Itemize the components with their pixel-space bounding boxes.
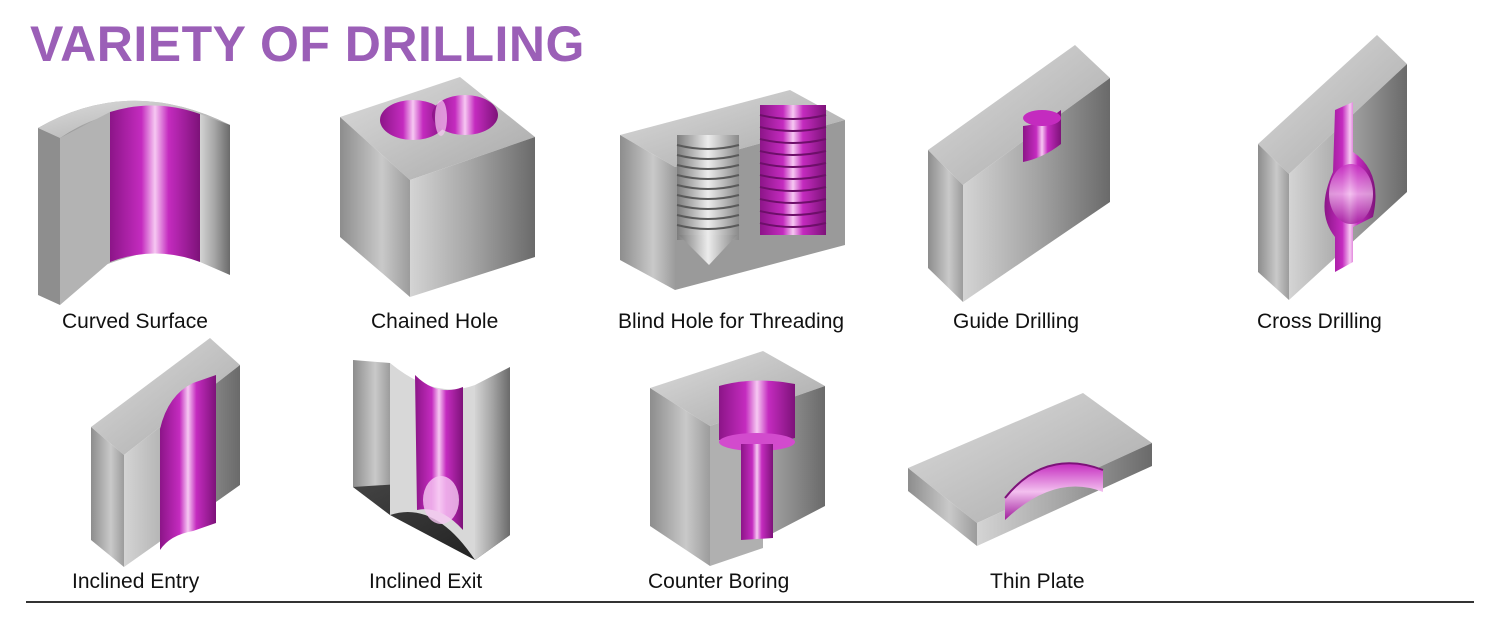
cross-drilling-block-icon [1258, 35, 1407, 300]
caption-counter-boring: Counter Boring [648, 570, 790, 593]
caption-cross-drilling: Cross Drilling [1257, 310, 1382, 333]
curved-surface-block-icon [38, 100, 230, 305]
chained-hole-block-icon [340, 77, 535, 297]
inclined-entry-block-icon [91, 338, 240, 567]
caption-thin-plate: Thin Plate [990, 570, 1085, 593]
bottom-divider [26, 601, 1474, 603]
caption-inclined-entry: Inclined Entry [72, 570, 200, 593]
caption-blind-hole-threading: Blind Hole for Threading [618, 310, 845, 333]
thin-plate-block-icon [908, 393, 1152, 546]
caption-inclined-exit: Inclined Exit [369, 570, 483, 593]
caption-guide-drilling: Guide Drilling [953, 310, 1080, 333]
counter-boring-block-icon [650, 351, 825, 566]
inclined-exit-block-icon [353, 360, 510, 560]
page-title: VARIETY OF DRILLING [30, 16, 585, 72]
caption-chained-hole: Chained Hole [371, 310, 499, 333]
blind-hole-threading-block-icon [620, 90, 845, 290]
caption-curved-surface: Curved Surface [62, 310, 208, 333]
guide-drilling-block-icon [928, 45, 1110, 302]
